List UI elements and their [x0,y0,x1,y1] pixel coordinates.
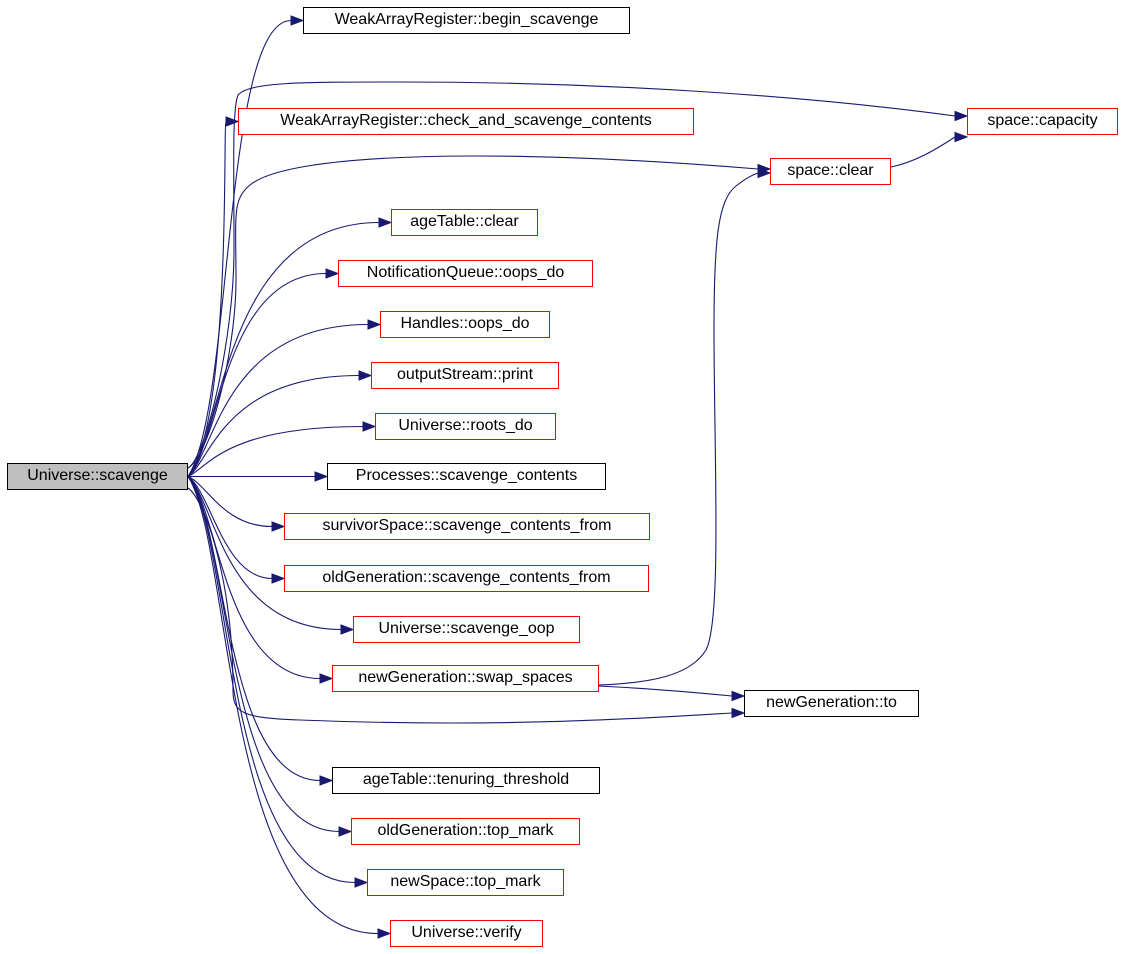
node-notificationqueue-oops[interactable]: NotificationQueue::oops_do [338,260,593,287]
edge-root-to-space_capacity [187,81,956,469]
node-universe-scavenge-oop[interactable]: Universe::scavenge_oop [353,616,580,643]
edge-root-to-newgen_swap [187,476,321,680]
edge-newgen_swap-to-newgen_to [598,685,733,697]
node-root: Universe::scavenge [7,463,188,490]
edge-root-to-handles_oops [187,323,369,477]
arrowhead-root-to-os_print [358,370,373,381]
arrowhead-root-to-handles_oops [367,319,382,330]
node-newspace-top-mark[interactable]: newSpace::top_mark [367,869,564,896]
edge-root-to-old_top [187,476,340,833]
edge-root-to-univ_verify [187,476,379,935]
arrowhead-root-to-proc_scav [314,471,329,482]
arrowhead-newgen_swap-to-newgen_to [731,690,746,702]
edge-root-to-surv_scav [187,475,273,528]
edge-root-to-univ_roots [187,425,364,478]
node-universe-verify[interactable]: Universe::verify [390,920,543,947]
edge-space_clear-to-space_capacity [890,136,956,168]
node-space-capacity[interactable]: space::capacity [967,108,1118,135]
arrowhead-root-to-surv_scav [271,521,286,532]
node-space-clear[interactable]: space::clear [770,158,891,185]
node-outputstream-print[interactable]: outputStream::print [371,362,559,389]
arrowhead-newgen_swap-to-space_clear [757,167,772,179]
edge-root-to-newgen_to [187,487,733,724]
arrowhead-root-to-nq_oops [325,268,340,279]
arrowhead-root-to-newspace_top [354,877,369,888]
arrowhead-root-to-univ_roots [362,421,377,432]
arrowhead-root-to-old_scav [271,573,286,584]
edge-root-to-nq_oops [187,272,327,477]
edge-root-to-old_scav [187,476,273,580]
node-wa-begin[interactable]: WeakArrayRegister::begin_scavenge [303,7,630,34]
edge-root-to-wa_begin [187,19,292,477]
arrowhead-root-to-univ_verify [377,928,392,939]
arrowhead-root-to-old_top [338,826,353,837]
node-newgeneration-to[interactable]: newGeneration::to [744,690,919,717]
edge-newgen_swap-to-space_clear [598,172,759,686]
node-handles-oops[interactable]: Handles::oops_do [380,311,550,338]
node-oldgeneration-top-mark[interactable]: oldGeneration::top_mark [351,818,580,845]
arrowhead-root-to-newgen_swap [319,673,334,684]
edge-root-to-wa_check [187,120,227,477]
arrowhead-root-to-univ_oop [340,624,355,635]
node-newgeneration-swap[interactable]: newGeneration::swap_spaces [332,665,599,692]
edge-root-to-newspace_top [187,476,356,884]
edge-root-to-os_print [187,374,360,477]
node-agetable-clear[interactable]: ageTable::clear [391,209,538,236]
edge-root-to-agetable_clear [187,221,380,477]
node-agetable-tenuring[interactable]: ageTable::tenuring_threshold [332,767,600,794]
node-wa-check[interactable]: WeakArrayRegister::check_and_scavenge_co… [238,108,694,135]
node-survivorspace-scavenge[interactable]: survivorSpace::scavenge_contents_from [284,513,650,540]
arrowhead-root-to-space_capacity [954,110,969,122]
node-oldgeneration-scavenge[interactable]: oldGeneration::scavenge_contents_from [284,565,649,592]
node-processes-scavenge[interactable]: Processes::scavenge_contents [327,463,606,490]
arrowhead-root-to-wa_begin [290,15,305,26]
edge-root-to-univ_oop [187,476,342,631]
arrowhead-space_clear-to-space_capacity [954,131,969,143]
arrowhead-root-to-age_tenure [319,775,334,786]
arrowhead-root-to-agetable_clear [378,217,393,228]
arrowhead-root-to-wa_check [225,116,240,127]
node-universe-roots-do[interactable]: Universe::roots_do [375,413,556,440]
arrowhead-root-to-newgen_to [731,707,746,719]
